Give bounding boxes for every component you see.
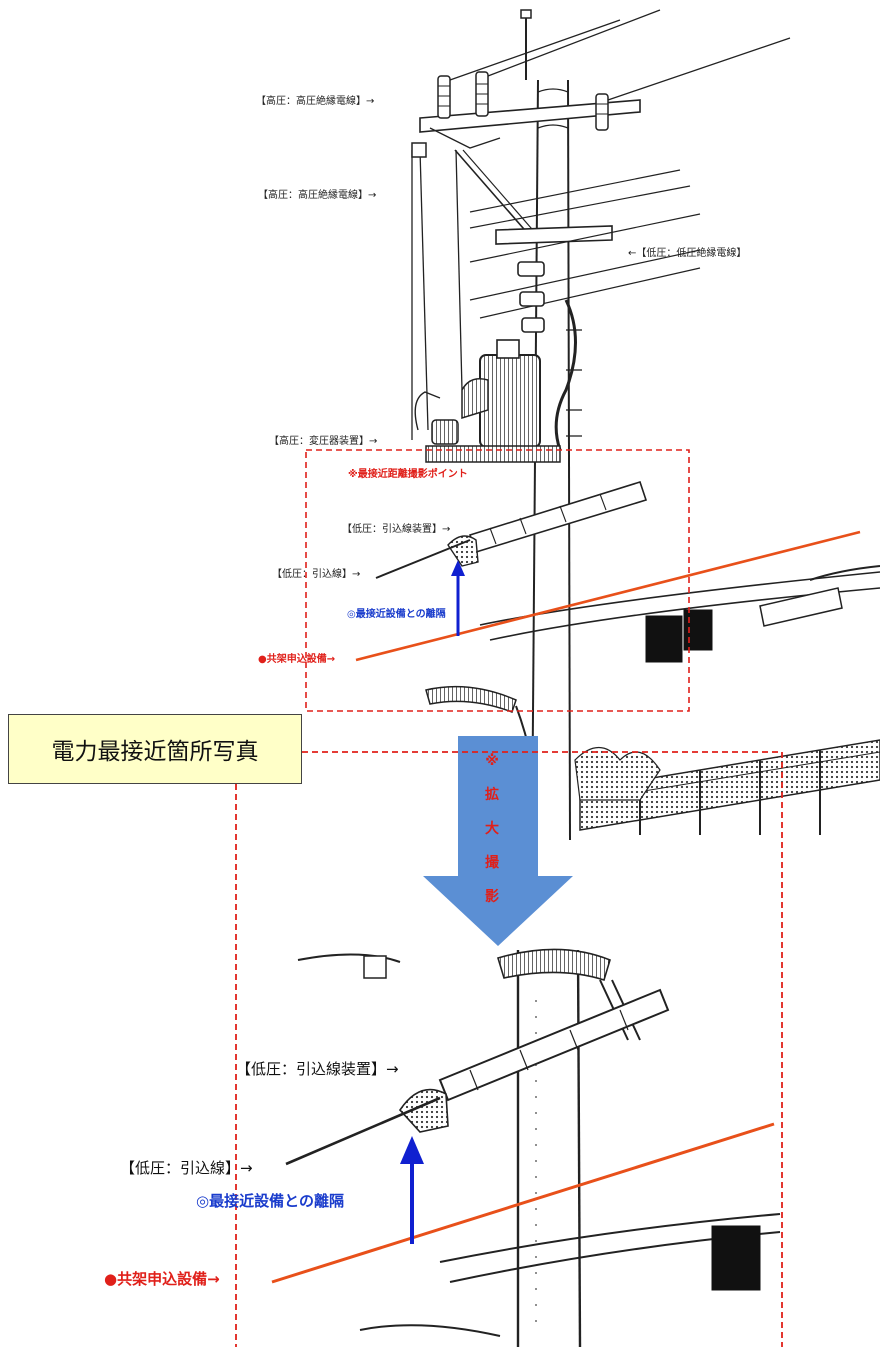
enlarge-arrow-char-3: 大: [485, 821, 499, 837]
label-hv-insulated-wire-1: 【高圧：高圧絶縁電線】→: [256, 96, 375, 107]
photo-label: 電力最接近箇所写真: [8, 714, 302, 784]
label-closest-shooting-point: ※最接近距離撮影ポイント: [348, 469, 468, 480]
label-separation: ◎最接近設備との離隔: [347, 609, 446, 620]
label-lv-service-wire: 【低圧：引込線】→: [272, 569, 361, 580]
label-separation-enlarged: ◎最接近設備との離隔: [196, 1192, 344, 1210]
bottom-separation-arrow: [400, 1136, 424, 1244]
label-joint-facility-enlarged: ●共架申込設備→: [104, 1270, 220, 1288]
enlarge-arrow-char-2: 拡: [485, 787, 499, 803]
label-joint-facility: ●共架申込設備→: [258, 654, 336, 665]
label-hv-transformer: 【高圧：変圧器装置】→: [269, 436, 378, 447]
label-lv-service-device-enlarged: 【低圧：引込線装置】→: [236, 1060, 399, 1078]
enlarge-arrow-char-1: ※: [485, 753, 499, 769]
top-dashed-box: [305, 449, 690, 712]
pole-top: [375, 9, 880, 841]
enlarge-arrow-char-4: 撮: [485, 855, 499, 871]
pole-bottom: [285, 948, 781, 1347]
bottom-facility-line: [271, 1122, 775, 1284]
label-lv-insulated-wire: ←【低圧：低圧絶縁電線】: [628, 248, 747, 259]
enlarge-arrow: [423, 736, 573, 946]
enlarge-arrow-char-5: 影: [485, 889, 499, 905]
label-lv-service-device: 【低圧：引込線装置】→: [342, 524, 451, 535]
top-separation-arrow: [451, 560, 465, 636]
top-facility-line: [355, 530, 861, 662]
label-lv-service-wire-enlarged: 【低圧：引込線】→: [120, 1159, 253, 1177]
label-hv-insulated-wire-2: 【高圧：高圧絶縁電線】→: [258, 190, 377, 201]
bottom-dashed-frame: [235, 751, 783, 1347]
